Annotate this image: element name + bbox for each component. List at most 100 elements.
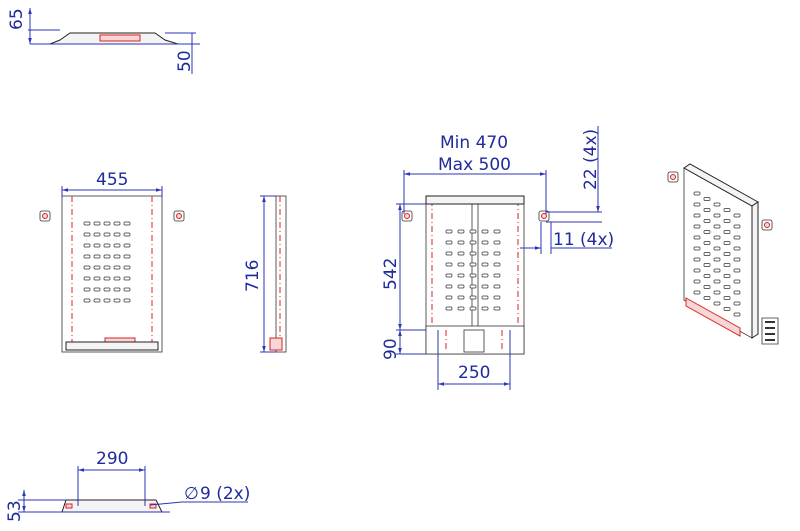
dim-adjust-max: Max 500 — [438, 155, 511, 175]
slot — [723, 263, 731, 267]
slot — [103, 232, 111, 237]
slot — [457, 306, 465, 311]
dim-bottom-height: 90 — [381, 338, 401, 360]
slot — [493, 262, 501, 267]
slot — [457, 273, 465, 278]
slot — [733, 290, 741, 295]
slot — [493, 240, 501, 245]
slot — [113, 287, 121, 292]
slot — [733, 312, 741, 317]
slot — [713, 257, 721, 262]
slot — [703, 285, 711, 289]
slot — [445, 262, 453, 267]
slot — [723, 230, 731, 234]
isometric-slot-pattern — [693, 191, 741, 317]
slot — [83, 287, 91, 292]
slot — [457, 284, 465, 289]
slot — [713, 202, 721, 207]
slot — [113, 254, 121, 259]
slot — [113, 298, 121, 303]
slot — [445, 273, 453, 278]
slot — [703, 296, 711, 300]
side-view: 716 — [243, 195, 287, 353]
slot — [83, 276, 91, 281]
dim-side-height: 716 — [243, 260, 263, 292]
installed-slot-pattern — [445, 229, 501, 311]
slot — [723, 307, 731, 311]
slot — [713, 301, 721, 306]
slot — [703, 230, 711, 234]
slot — [123, 243, 131, 248]
slot — [481, 273, 489, 278]
slot — [469, 284, 477, 289]
slot — [703, 274, 711, 278]
slot — [83, 232, 91, 237]
slot — [693, 279, 701, 284]
slot — [457, 251, 465, 256]
dim-bracket-height: 22 (4x) — [581, 129, 601, 190]
front-slot-pattern — [83, 221, 131, 303]
slot — [693, 213, 701, 218]
slot — [103, 254, 111, 259]
slot — [493, 295, 501, 300]
slot — [113, 232, 121, 237]
slot — [733, 268, 741, 273]
slot — [113, 276, 121, 281]
slot — [469, 251, 477, 256]
slot — [123, 232, 131, 237]
slot — [703, 208, 711, 212]
slot — [713, 224, 721, 229]
slot — [469, 273, 477, 278]
slot — [457, 295, 465, 300]
slot — [733, 224, 741, 229]
slot — [693, 268, 701, 273]
isometric-view — [667, 163, 779, 345]
slot — [93, 221, 101, 226]
slot — [481, 251, 489, 256]
slot — [481, 295, 489, 300]
slot — [703, 197, 711, 201]
slot — [693, 224, 701, 229]
dim-bracket-width: 11 (4x) — [553, 230, 614, 250]
slot — [469, 306, 477, 311]
slot — [83, 243, 91, 248]
slot — [481, 284, 489, 289]
slot — [693, 246, 701, 251]
hardware-kit — [761, 317, 779, 345]
slot — [723, 285, 731, 289]
front-view: 455 — [39, 170, 185, 353]
slot — [445, 251, 453, 256]
slot — [493, 229, 501, 234]
slot — [469, 229, 477, 234]
slot — [457, 262, 465, 267]
slot — [469, 240, 477, 245]
dim-adjust-min: Min 470 — [440, 133, 508, 153]
slot — [123, 276, 131, 281]
slot — [445, 229, 453, 234]
slot — [693, 191, 701, 196]
slot — [723, 274, 731, 278]
slot — [113, 243, 121, 248]
slot — [693, 235, 701, 240]
dim-front-width: 455 — [96, 170, 128, 190]
slot — [469, 262, 477, 267]
slot — [103, 276, 111, 281]
slot — [703, 219, 711, 223]
slot — [445, 295, 453, 300]
slot — [123, 287, 131, 292]
slot — [113, 221, 121, 226]
slot — [457, 229, 465, 234]
slot — [83, 254, 91, 259]
slot — [103, 243, 111, 248]
slot — [103, 221, 111, 226]
slot — [469, 295, 477, 300]
slot — [733, 246, 741, 251]
slot — [123, 265, 131, 270]
slot — [93, 276, 101, 281]
dim-hole-diameter: 9 (2x) — [200, 484, 250, 504]
dim-top-height: 65 — [7, 8, 27, 30]
dim-inner-height: 542 — [381, 258, 401, 290]
slot — [713, 290, 721, 295]
slot — [93, 298, 101, 303]
